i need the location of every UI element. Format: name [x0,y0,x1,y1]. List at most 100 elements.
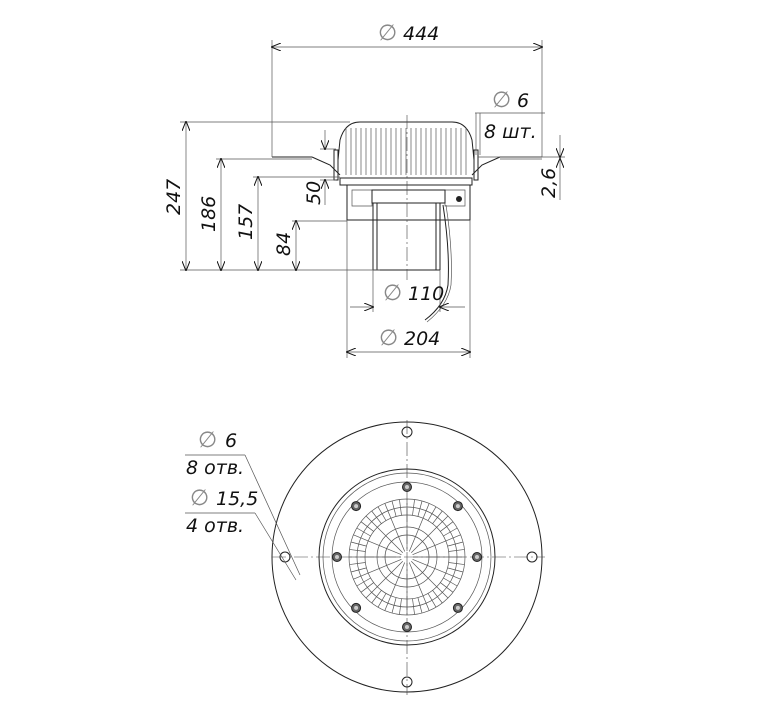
grate-slot [360,582,374,593]
dim-bolt-diameter: 6 [517,90,529,112]
diameter-symbol: ∅ [379,326,398,351]
drain-body [346,184,471,221]
bolt-head [405,485,409,489]
dim-total-height: 247 [163,179,185,215]
dimension-labels: ∅ 444 ∅ 6 8 шт. 2,6 247 186 157 84 50 ∅ … [163,21,560,351]
grate-slot [432,590,443,604]
grate-slot [412,598,415,615]
grate-slot [422,503,430,519]
grate-slot [443,527,458,537]
grate-slot [391,500,397,517]
grate-slot [350,567,367,573]
grate-slot [445,534,461,542]
diameter-symbol: ∅ [198,428,217,453]
hole-large-diameter: 15,5 [216,488,258,510]
outlet-pipe [372,115,452,323]
hole-small-count: 8 отв. [186,457,244,479]
side-view: ∅ 444 ∅ 6 8 шт. 2,6 247 186 157 84 50 ∅ … [163,21,565,358]
grate-slot [440,521,454,532]
mounting-hole [401,676,413,688]
grate-slot [350,541,367,547]
diameter-symbol: ∅ [378,21,397,46]
grate-slot [356,577,371,587]
grate-slot [447,541,464,547]
grate-spoke [390,518,406,552]
dim-body-diameter: 204 [404,328,440,350]
bolt-head [455,605,460,610]
grate-spoke [410,560,437,587]
grate-spoke [368,540,402,556]
hole-large-count: 4 отв. [186,515,244,537]
grate-slot [377,506,387,521]
bolt-head [475,555,479,559]
bolt-head [354,504,359,509]
plan-view: ∅ 6 8 отв. ∅ 15,5 4 отв. [185,420,545,695]
grate-spoke [377,527,404,554]
flange-holes [279,426,538,688]
bolt-head [455,504,460,509]
dim-height-50: 50 [303,181,325,205]
grate-slot [443,577,458,587]
grate-top-view [348,498,466,616]
grate-slot [440,582,454,593]
dome-grate [337,121,475,175]
grate-slot [353,572,369,580]
mounting-hole [401,426,413,438]
grate-slot [377,593,387,608]
grate-slot [436,586,449,599]
grate-slot [365,515,378,528]
leader-lines [185,454,301,581]
dim-flange-thickness: 2,6 [538,168,560,198]
grate-slot [432,510,443,524]
grate-slot [417,597,423,614]
grate-slot [391,597,397,614]
grate-spoke [368,558,402,574]
grate-slot [371,590,382,604]
dim-height-186: 186 [198,196,220,232]
diameter-symbol: ∅ [383,281,402,306]
grate-slot [447,567,464,573]
grate-slot [365,586,378,599]
grate-slot [436,515,449,528]
grate-slot [448,562,465,565]
bolt-head [335,555,339,559]
dim-height-157: 157 [235,204,257,240]
heating-cable-terminal [456,196,462,202]
dimension-lines [180,40,565,358]
grate-slot [427,593,437,608]
diameter-symbol: ∅ [492,88,511,113]
grate-slot [399,499,402,516]
bolt-head [405,625,409,629]
grate-slot [399,598,402,615]
dim-pipe-diameter: 110 [408,283,444,305]
grate-slot [417,500,423,517]
grate-spoke [410,527,437,554]
grate-slot [412,499,415,516]
grate-slot [349,562,366,565]
grate-spoke [412,540,446,556]
dim-height-84: 84 [273,232,295,256]
dim-outer-diameter: 444 [403,23,439,45]
grate-spoke [408,562,424,596]
grate-spoke [377,560,404,587]
grate-slot [445,572,461,580]
grate-spoke [408,518,424,552]
grate-slot [371,510,382,524]
hole-small-diameter: 6 [225,430,237,452]
diameter-symbol: ∅ [190,486,209,511]
bolt-head [354,605,359,610]
grate-slot [384,503,392,519]
grate-slot [427,506,437,521]
grate-slot [360,521,374,532]
dim-bolt-count: 8 шт. [484,121,537,143]
grate-slot [448,549,465,552]
grate-slot [384,595,392,611]
grate-slot [353,534,369,542]
grate-slot [422,595,430,611]
grate-slot [356,527,371,537]
grate-spoke [412,558,446,574]
clamping-bolts [332,482,482,632]
grate-slot [349,549,366,552]
